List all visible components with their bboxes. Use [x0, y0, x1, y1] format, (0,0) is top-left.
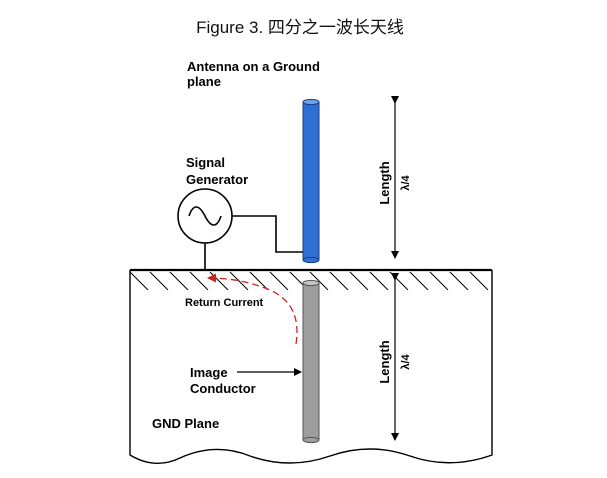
return-current-label: Return Current [185, 297, 264, 309]
signal-generator [177, 188, 233, 244]
image-conductor-label-line2: Conductor [190, 381, 256, 396]
image-conductor [302, 279, 320, 444]
image-conductor-label-line1: Image [190, 365, 228, 380]
ground-plane [129, 268, 493, 464]
figure-title: Figure 3. 四分之一波长天线 [196, 18, 404, 37]
signal-generator-label-line2: Generator [186, 172, 248, 187]
sine-wave-icon [188, 206, 222, 226]
antenna-conductor [302, 98, 320, 264]
signal-generator-label-line1: Signal [186, 155, 225, 170]
gnd-plane-label: GND Plane [152, 416, 219, 431]
return-current-arrow [207, 273, 298, 345]
top-lambda-label: λ/4 [400, 174, 412, 190]
ground-hatching [130, 271, 489, 290]
antenna-label-line2: plane [187, 74, 221, 89]
top-length-label: Length [377, 161, 392, 204]
feed-wires [204, 215, 303, 270]
bottom-lambda-label: λ/4 [400, 353, 412, 369]
bottom-length-label: Length [377, 340, 392, 383]
antenna-label-line1: Antenna on a Ground [187, 59, 320, 74]
